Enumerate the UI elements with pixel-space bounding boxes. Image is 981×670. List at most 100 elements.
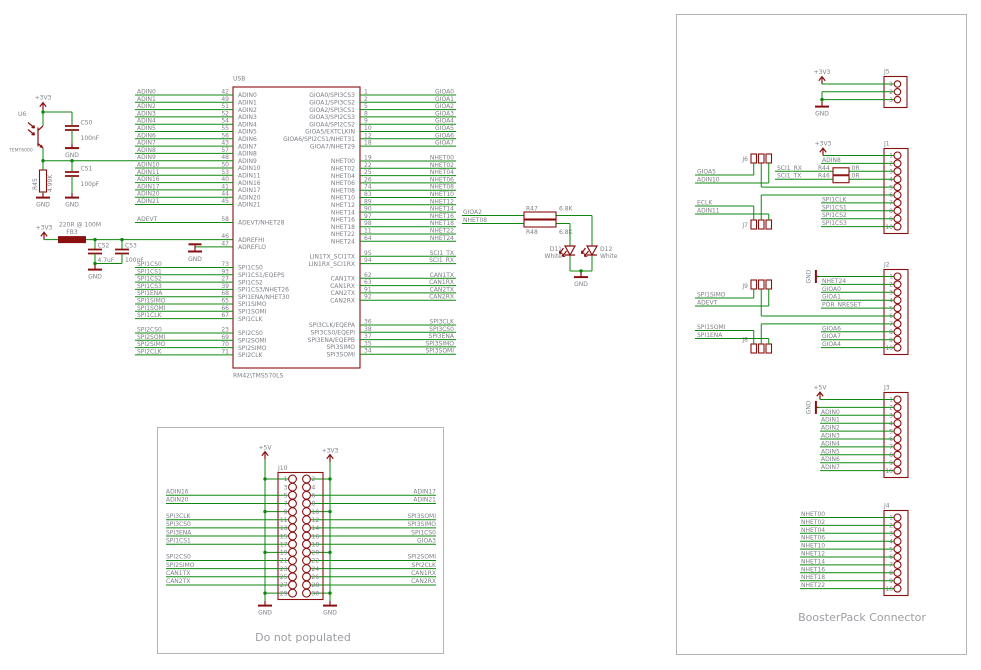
net-label: ADEVT (137, 216, 158, 223)
net-label: NHET24 (430, 235, 454, 242)
net-label: NHET02 (430, 162, 454, 169)
ic-right-pins-can: 62 CAN1TX CAN1TX 63 CAN1RX CAN1RX 91 CAN… (330, 272, 456, 304)
connector-body (883, 509, 909, 597)
pin-number: 35 (364, 340, 372, 347)
ic-left-pins-spi1: SPI1CS0 73 SPI1CS0 SPI1CS1 93 SPI1CS1/EQ… (135, 261, 290, 323)
net-label: NHET00 (801, 511, 825, 518)
pin-row: 5 GIOA2 GIOA2/SPI3CS1 (309, 103, 456, 114)
pad (288, 474, 297, 484)
pin-name: ADREFHI (238, 237, 265, 244)
pin-name: SPI1SOMI (238, 309, 267, 316)
connector-pin: 10 (885, 466, 902, 475)
pin-number: 36 (364, 319, 372, 326)
net-label: ADIN17 (413, 489, 436, 496)
ref-label: C51 (81, 166, 93, 173)
net-label: SPI2SIMO (137, 341, 166, 348)
wires (462, 215, 593, 272)
pin-row: 37 SPI3ENA SPI3ENA/EQEPB (308, 333, 456, 344)
value-label: White (600, 253, 618, 260)
pin-name: NHET10 (331, 195, 355, 202)
pin-number: 40 (221, 176, 229, 183)
pin-row: 12 GIOA6 GIOA6/SPI2CS1/NHET31 (283, 132, 456, 143)
power-label: +5V (814, 385, 828, 392)
power-arrow-icon (40, 231, 48, 241)
connector-ref: J10 (277, 465, 288, 472)
pin-number: 54 (221, 118, 229, 125)
net-label: GIOA6 (822, 325, 841, 332)
pin-row: 46 ADREFHI (221, 233, 264, 244)
connector-row: 19 20 (280, 547, 319, 557)
pin-number: 17 (280, 541, 288, 548)
pin-number: 27 (221, 276, 229, 283)
ic-right-pins-nhet: 19 NHET00 NHET00 22 NHET02 NHET02 25 NHE… (331, 155, 456, 246)
pin-name: SPI1SIMO (238, 301, 267, 308)
net-label: CAN1RX (429, 279, 454, 286)
net-label: SPI2SOMI (137, 334, 166, 341)
pin-number: 45 (221, 198, 229, 205)
net-label: ADIN20 (166, 497, 189, 504)
net-label: ADIN0 (137, 89, 156, 96)
pin-number: 53 (221, 169, 229, 176)
pin-number: 37 (364, 333, 372, 340)
pin-name: NHET04 (331, 173, 355, 180)
power-arrow-icon (818, 75, 826, 85)
pad (288, 580, 297, 590)
resistor-icon (832, 175, 850, 184)
pin-number: 34 (364, 348, 372, 355)
pin-number: 7 (889, 321, 893, 328)
pad (765, 343, 773, 354)
net-label: CAN1TX (430, 272, 454, 279)
power-arrow-icon (819, 147, 827, 157)
net-label: GIOA2 (463, 209, 482, 216)
net-label: ADIN11 (697, 208, 720, 215)
gnd-icon (187, 245, 203, 253)
connector-ref: J2 (883, 262, 890, 269)
pad (893, 335, 902, 344)
pin-name: GIOA2/SPI3CS1 (309, 107, 355, 114)
net-label: ADIN3 (137, 110, 156, 117)
pin-number: 71 (221, 348, 229, 355)
connector-j2: J2 1 2 3 4 5 6 7 (806, 262, 909, 356)
j1-net-rows: SPI1CLK SPI1CS1 SPI1CS2 SPI1CS3 (821, 196, 894, 228)
pad (302, 490, 311, 500)
ref-label: R47 (526, 206, 538, 213)
pin-row: 1 GIOA0 GIOA0/SPI3CS3 (309, 89, 456, 99)
gnd-label: GND (258, 610, 272, 617)
power-arrow-icon (816, 391, 824, 401)
net-label: SCI1_TX (777, 173, 801, 180)
net-label: NHET22 (801, 582, 825, 589)
net-label: SPI2SOMI (408, 554, 437, 561)
net-label: NHET12 (801, 551, 825, 558)
connector-body (883, 391, 909, 479)
ref-label: D11 (550, 246, 562, 253)
net-row: NHET18 (800, 574, 894, 581)
pad (288, 531, 297, 541)
gnd-icon (257, 600, 273, 607)
pin-number: 42 (221, 89, 229, 96)
pad (893, 442, 902, 451)
pin-row: 18 GIOA7 GIOA7/NHET29 (310, 140, 456, 150)
connector-ref: J9 (741, 283, 748, 290)
pad (893, 411, 902, 420)
wires (44, 239, 233, 248)
net-label: GIOA0 (822, 286, 841, 293)
pad (893, 584, 902, 593)
pin-number: 27 (280, 582, 288, 589)
pin-row: ADIN3 52 ADIN3 (135, 110, 257, 121)
net-label: SCI1_TX (430, 250, 454, 257)
connector-row: SPI2CS0 SPI2SOMI 21 22 (166, 554, 436, 565)
panel-frame (157, 427, 444, 654)
pad (750, 279, 758, 290)
pin-name: SPI1CLK (238, 316, 264, 323)
pin-row: 25 NHET04 NHET04 (331, 169, 456, 180)
connector-j3: J3 1 2 3 4 5 6 7 (806, 385, 909, 479)
pad (893, 272, 902, 281)
net-label: GIOA3 (417, 537, 436, 544)
pad (302, 515, 311, 525)
net-label: SPI1CS3 (822, 220, 847, 227)
pin-number: 3 (889, 290, 893, 297)
net-label: SPI3SIMO (408, 521, 437, 528)
net-row: ADIN2 (820, 425, 894, 432)
pad (302, 531, 311, 541)
pin-name: GIOA5/EXTCLKIN (305, 129, 355, 136)
